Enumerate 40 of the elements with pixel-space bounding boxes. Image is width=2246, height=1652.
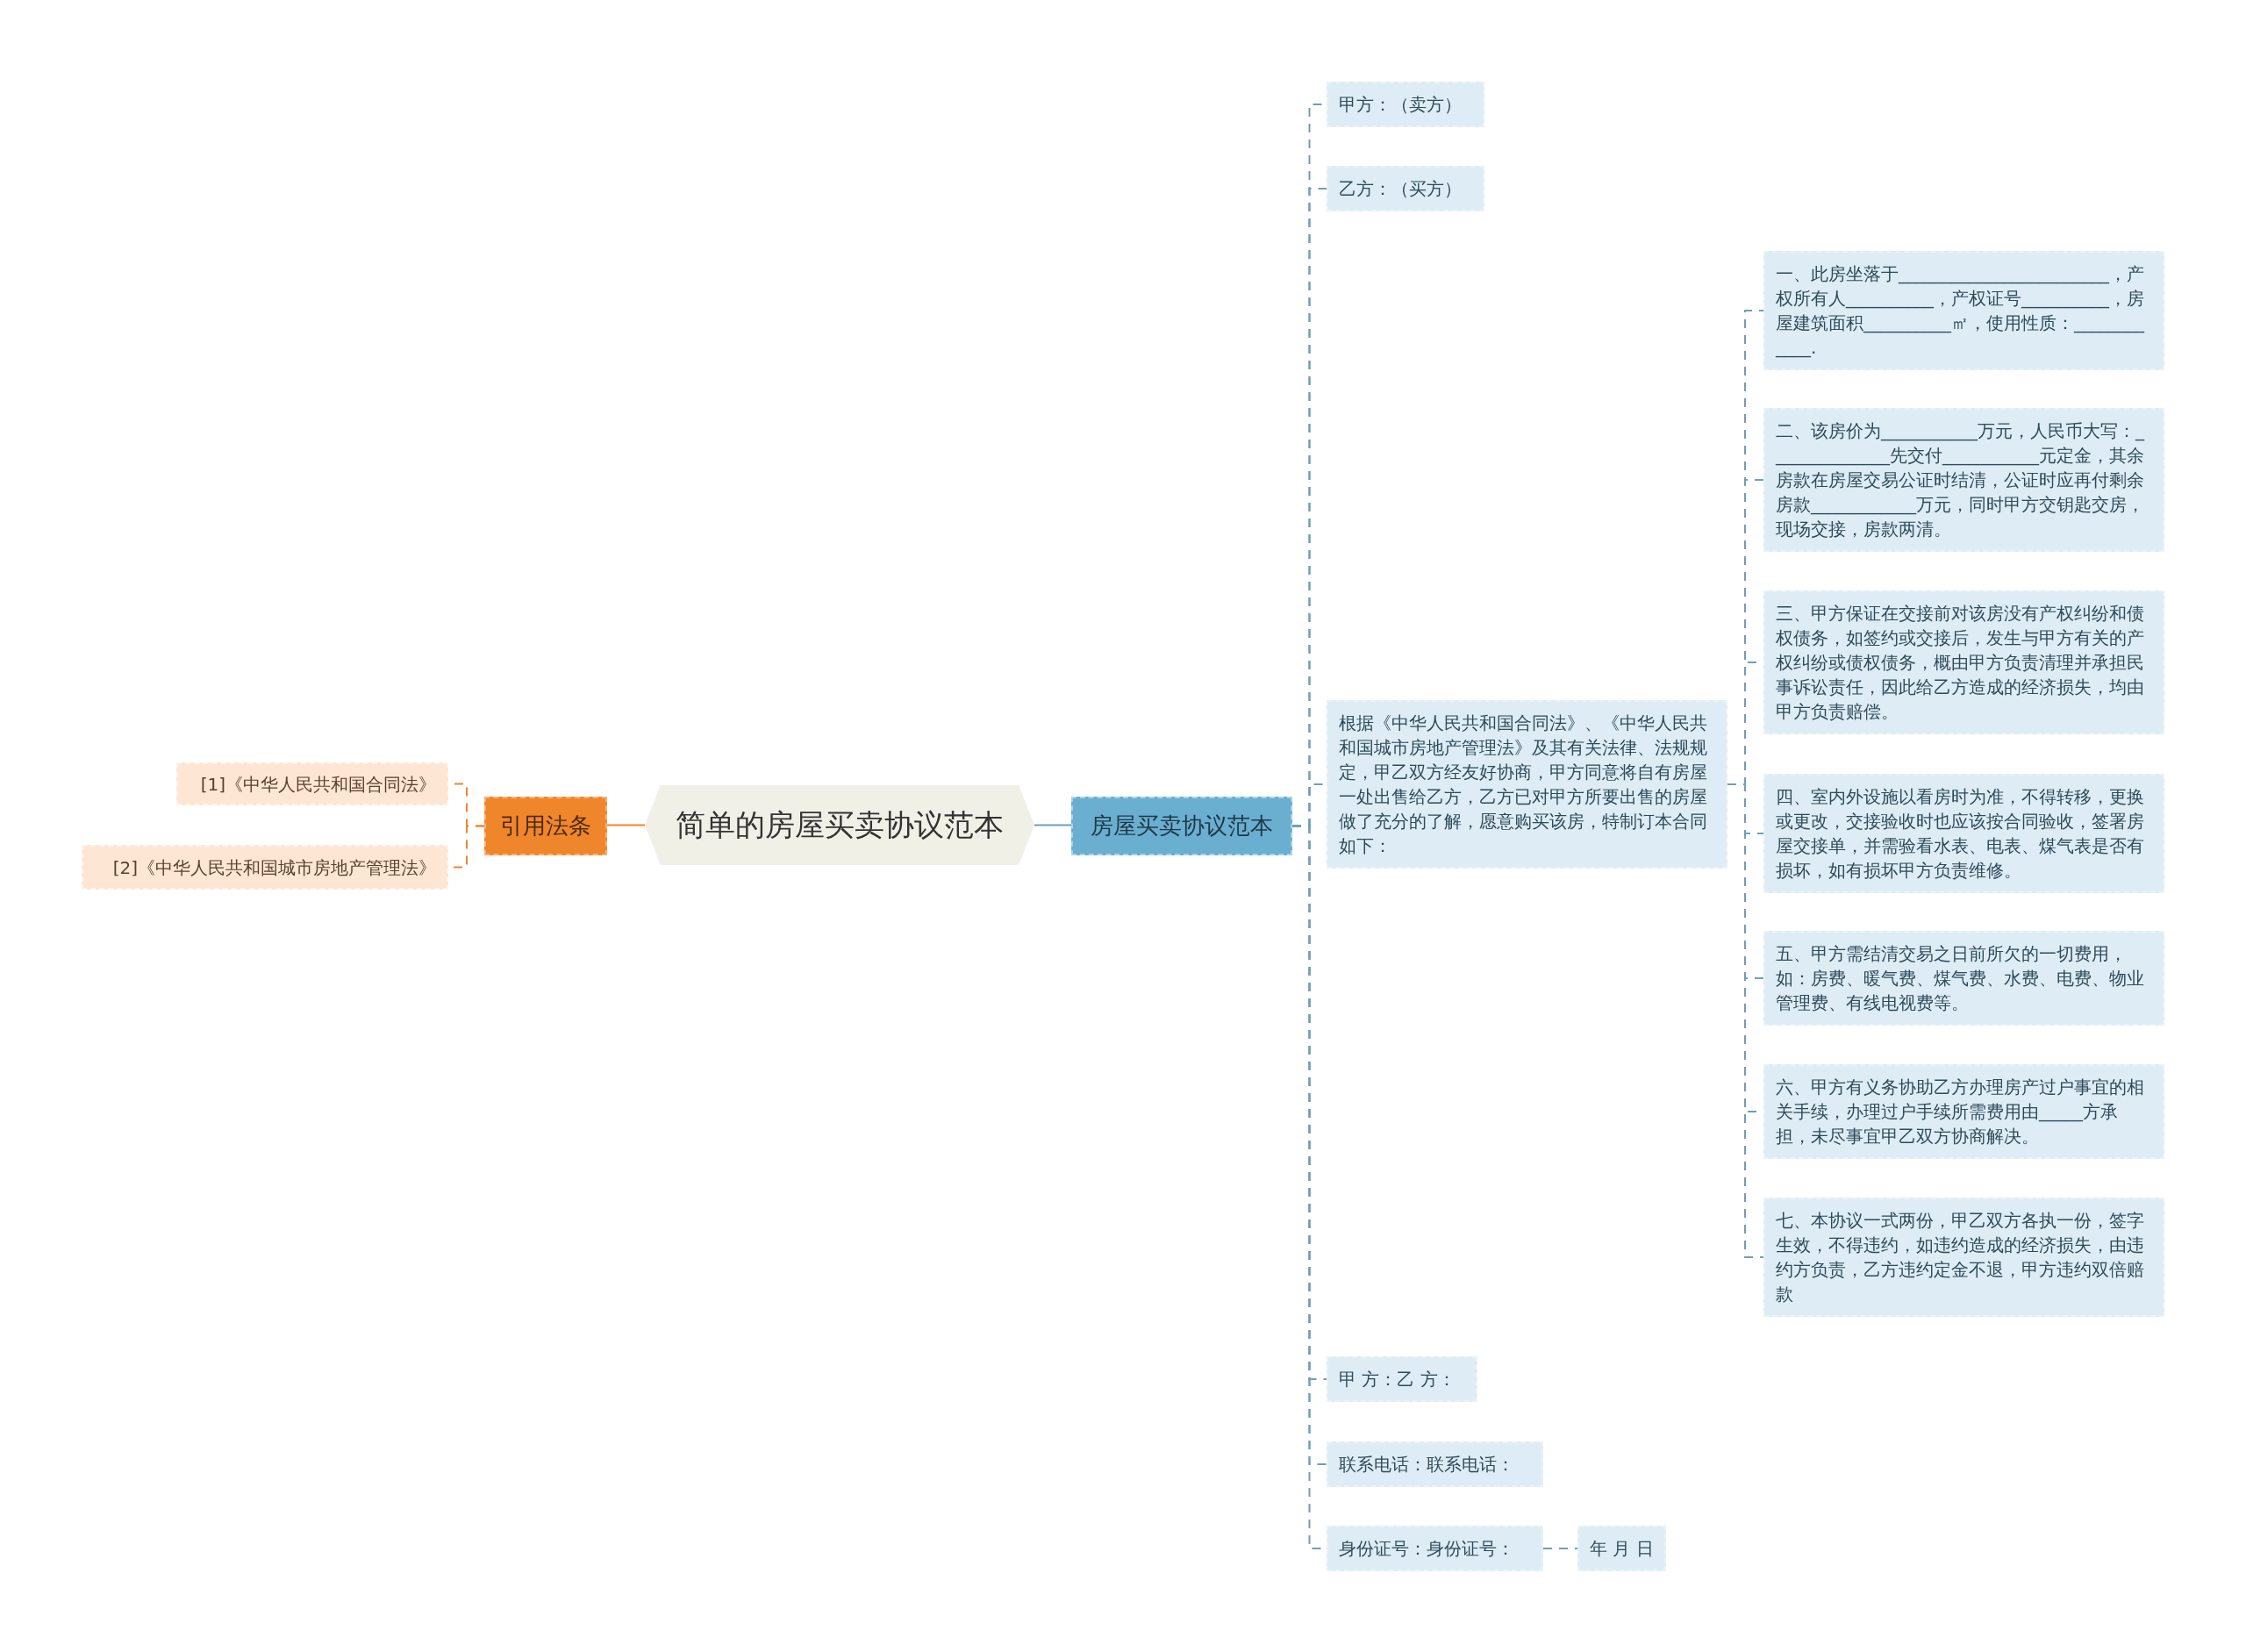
text-box [1327, 1441, 1543, 1487]
node-text: [1]《中华人民共和国合同法》 [200, 772, 436, 797]
node-text: 二、该房价为___________万元，人民币大写：______________先交付___________元定金，其余房款在房屋交易公证时结清，公证时应再付剩余房款____________万元，同时甲方交钥匙交房，现场交接，房款两清。 [1776, 419, 2146, 541]
text-box [1763, 251, 2164, 370]
text-box [1763, 774, 2164, 893]
node-text: [2]《中华人民共和国城市房地产管理法》 [112, 855, 436, 880]
text-box [1327, 1526, 1543, 1571]
node-text: 七、本协议一式两份，甲乙双方各执一份，签字生效，不得违约，如违约造成的经济损失，由违约方负责，乙方违约定金不退，甲方违约双倍赔款 [1776, 1209, 2145, 1306]
reference-box [176, 762, 448, 805]
node-text: 五、甲方需结清交易之日前所欠的一切费用，如：房费、暖气费、煤气费、水费、电费、物业管理费、有线电视费等。 [1776, 942, 2145, 1015]
text-box [1327, 1356, 1477, 1402]
text-box [1763, 1198, 2164, 1317]
node-text: 甲 方：乙 方： [1339, 1368, 1456, 1391]
text-box [1763, 590, 2164, 734]
connector-line [1034, 824, 1072, 826]
node-text: 房屋买卖协议范本 [1091, 812, 1273, 840]
node-text: 乙方：（买方） [1339, 177, 1462, 201]
node-text: 一、此房坐落于________________________，产权所有人__________，产权证号__________，房屋建筑面积__________㎡，使用性质：____________. [1776, 262, 2146, 360]
node-text: 甲方：（卖方） [1339, 93, 1462, 117]
text-box [1763, 1064, 2164, 1159]
node-text: 简单的房屋买卖协议范本 [676, 805, 1004, 844]
text-box [1763, 931, 2164, 1026]
connector-line [1542, 1548, 1578, 1549]
topic-box [1071, 797, 1292, 855]
node-text: 根据《中华人民共和国合同法》、《中华人民共和国城市房地产管理法》及其有关法律、法规规定，甲乙双方经友好协商，甲方同意将自有房屋一处出售给乙方，乙方已对甲方所要出售的房屋做了充分的了解，愿意购买该房，特制订本合同如下： [1339, 712, 1708, 858]
topic-box [484, 797, 607, 855]
node-text: 四、室内外设施以看房时为准，不得转移，更换或更改，交接验收时也应该按合同验收，签署房屋交接单，并需验看水表、电表、煤气表是否有损坏，如有损坏甲方负责维修。 [1776, 785, 2145, 883]
text-box [1327, 82, 1484, 127]
node-text: 六、甲方有义务协助乙方办理房产过户事宜的相关手续，办理过户手续所需费用由_____方承担，未尽事宜甲乙双方协商解决。 [1776, 1076, 2145, 1148]
text-box [1577, 1526, 1666, 1571]
node-text: 年 月 日 [1590, 1537, 1654, 1561]
text-box [1327, 166, 1484, 211]
text-box [1327, 700, 1727, 869]
reference-box [82, 845, 448, 890]
node-text: 联系电话：联系电话： [1339, 1453, 1514, 1477]
connector-line [606, 824, 646, 826]
node-text: 身份证号：身份证号： [1339, 1537, 1514, 1561]
node-text: 三、甲方保证在交接前对该房没有产权纠纷和债权债务，如签约或交接后，发生与甲方有关的产权纠纷或债权债务，概由甲方负责清理并承担民事诉讼责任，因此给乙方造成的经济损失，均由甲方负责赔偿。 [1776, 602, 2145, 724]
node-text: 引用法条 [500, 812, 591, 840]
text-box [1763, 408, 2164, 552]
